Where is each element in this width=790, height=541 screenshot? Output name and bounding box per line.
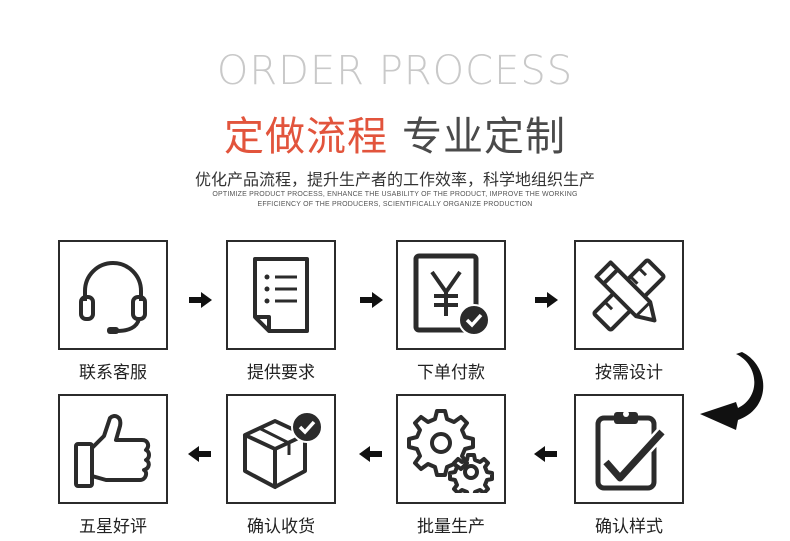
arrow-right-icon — [360, 292, 383, 308]
box-check-icon — [243, 411, 323, 489]
step-box — [226, 394, 336, 504]
arrow-left-icon — [188, 446, 211, 462]
step-design-on-demand: 按需设计 — [574, 240, 684, 383]
en-title: ORDER PROCESS — [216, 48, 574, 94]
cn-title-gray: 专业定制 — [402, 114, 566, 160]
step-contact-service: 联系客服 — [58, 240, 168, 383]
step-label: 五星好评 — [79, 517, 147, 537]
step-label: 按需设计 — [595, 363, 663, 383]
step-five-star-review: 五星好评 — [58, 394, 168, 537]
step-box — [396, 394, 506, 504]
step-box — [396, 240, 506, 350]
step-label: 确认样式 — [595, 517, 663, 537]
subtitle: 优化产品流程，提升生产者的工作效率，科学地组织生产 — [194, 170, 595, 189]
headset-icon — [79, 261, 147, 334]
en-description: OPTIMIZE PRODUCT PROCESS, ENHANCE THE US… — [210, 190, 580, 210]
arrow-left-icon — [534, 446, 557, 462]
clipboard-check-icon — [595, 411, 667, 491]
step-box — [574, 394, 684, 504]
step-box — [58, 394, 168, 504]
step-box — [226, 240, 336, 350]
en-description-line2: EFFICIENCY OF THE PRODUCERS, SCIENTIFICA… — [257, 201, 533, 208]
step-label: 提供要求 — [247, 363, 315, 383]
arrow-left-icon — [359, 446, 382, 462]
thumbs-up-icon — [74, 414, 151, 488]
arrow-right-icon — [535, 292, 558, 308]
step-label: 下单付款 — [417, 363, 485, 383]
step-confirm-style: 确认样式 — [574, 394, 684, 537]
step-mass-production: 批量生产 — [396, 394, 506, 537]
en-description-line1: OPTIMIZE PRODUCT PROCESS, ENHANCE THE US… — [212, 191, 578, 198]
step-provide-requirements: 提供要求 — [226, 240, 336, 383]
document-icon — [253, 257, 309, 333]
step-confirm-receipt: 确认收货 — [226, 394, 336, 537]
cn-title-red: 定做流程 — [224, 114, 388, 160]
step-label: 批量生产 — [417, 517, 485, 537]
step-box — [574, 240, 684, 350]
step-box — [58, 240, 168, 350]
curved-arrow-icon — [700, 352, 764, 430]
step-label: 确认收货 — [247, 517, 315, 537]
arrow-right-icon — [189, 292, 212, 308]
gears-icon — [407, 409, 494, 493]
pencil-ruler-icon — [592, 258, 666, 332]
yen-payment-icon — [413, 253, 490, 336]
cn-title: 定做流程专业定制 — [0, 104, 790, 162]
step-place-order-pay: 下单付款 — [396, 240, 506, 383]
step-label: 联系客服 — [79, 363, 147, 383]
